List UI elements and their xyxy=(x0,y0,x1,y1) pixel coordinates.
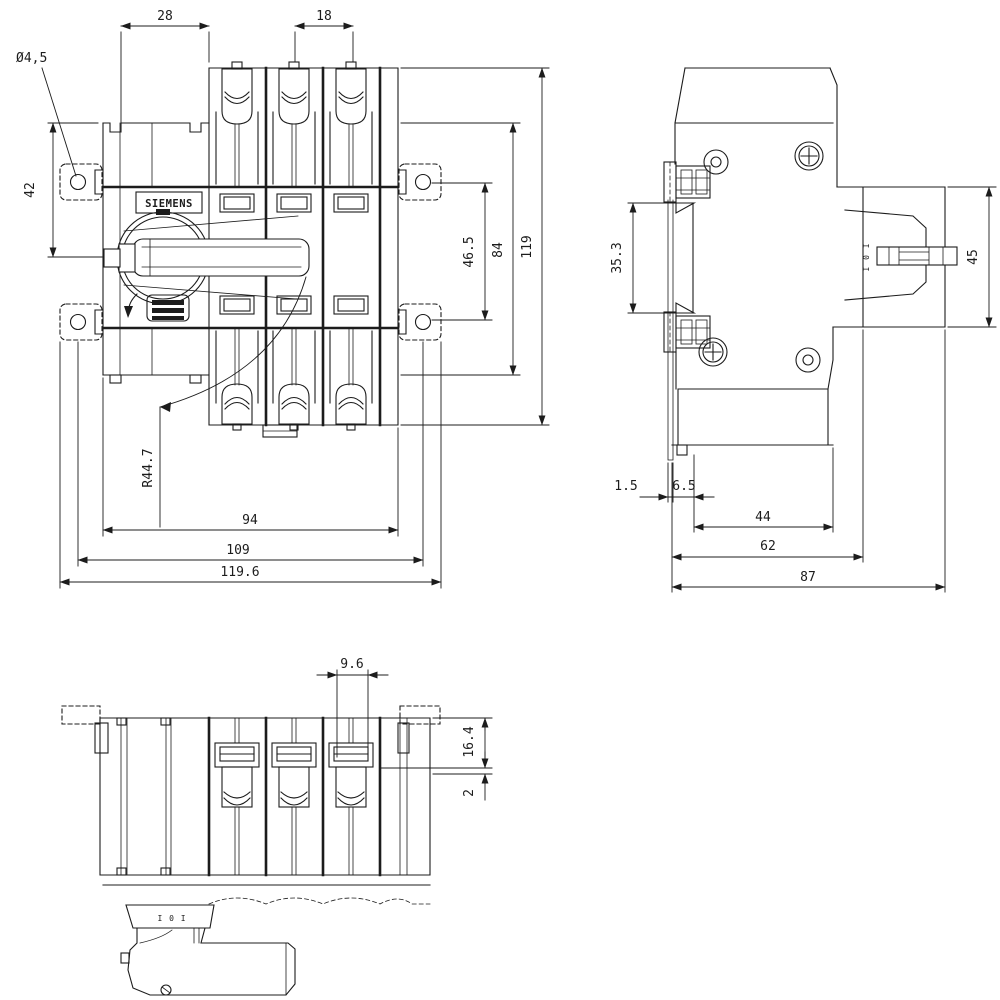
brand-label: SIEMENS xyxy=(145,198,193,210)
handle-position-marks: I 0 I xyxy=(862,242,871,271)
screw-plain-bottom xyxy=(795,347,821,373)
dim-handle-offset-label: 42 xyxy=(23,182,38,198)
dim-handle-block-height-label: 45 xyxy=(966,249,981,265)
mounting-bracket-bottom-right xyxy=(398,303,442,341)
handle-shaft xyxy=(118,243,136,273)
dim-hole-spacing-h-label: 109 xyxy=(226,543,249,558)
mounting-bracket-bottom-left xyxy=(59,303,104,341)
rotary-handle xyxy=(103,209,310,322)
dim-rail-offset-label: 6.5 xyxy=(672,479,695,494)
handle-radius-label: R44.7 xyxy=(141,448,156,487)
dim-base-depth-label: 44 xyxy=(755,510,771,525)
mounting-hole xyxy=(69,313,87,331)
mounting-hole xyxy=(414,313,432,331)
screw-phillips-top xyxy=(794,141,824,171)
handle-radius-callout: R44.7 xyxy=(141,276,307,528)
bottom-handle-assembly: I 0 I xyxy=(120,904,296,996)
padlock-mark xyxy=(156,209,170,215)
side-dimensions: 35.3 45 1.5 6.5 44 62 87 xyxy=(610,186,997,593)
dim-clamp-width-label: 9.6 xyxy=(340,657,363,672)
bottom-body-outline xyxy=(99,716,431,905)
vent-grille xyxy=(146,294,190,322)
mounting-bracket-top-right xyxy=(398,163,442,201)
dim-pole-offset-label: 28 xyxy=(157,9,173,24)
front-dimensions: 28 18 Ø4,5 42 46.5 84 119 xyxy=(16,9,550,589)
dim-terminal-height-label: 16.4 xyxy=(462,726,477,757)
side-body-outline xyxy=(667,67,838,461)
side-terminal-clamp-bottom xyxy=(663,302,711,353)
bottom-terminal-clamps xyxy=(214,717,374,876)
dim-overall-width-label: 119.6 xyxy=(220,565,259,580)
dim-lip-label: 2 xyxy=(462,789,477,797)
dim-hole-spacing-v-label: 46.5 xyxy=(462,236,477,267)
side-terminal-clamp-top xyxy=(663,161,711,214)
bottom-dimensions: 9.6 16.4 2 xyxy=(316,657,493,801)
trip-arrow-icon xyxy=(124,293,138,318)
dim-overall-height-label: 119 xyxy=(520,235,535,258)
handle-lever xyxy=(132,238,310,277)
bottom-view: I 0 I 9.6 16.4 2 xyxy=(61,657,493,996)
bottom-bracket-left xyxy=(61,705,109,754)
dim-body-height-label: 84 xyxy=(491,242,506,258)
bottom-bracket-right xyxy=(397,705,441,754)
handle-grip-bar xyxy=(876,246,958,266)
mounting-hole xyxy=(414,173,432,191)
front-view: SIEMENS R44.7 xyxy=(16,9,550,589)
screw-plain-top xyxy=(703,149,729,175)
side-view: I 0 I 35.3 45 xyxy=(610,67,997,593)
dim-mid-depth-label: 62 xyxy=(760,539,776,554)
dim-body-width-label: 94 xyxy=(242,513,258,528)
dim-front-depth-label: 35.3 xyxy=(610,242,625,273)
screw-phillips-bottom xyxy=(698,337,728,367)
dim-pole-pitch-label: 18 xyxy=(316,9,332,24)
dim-overall-depth-label: 87 xyxy=(800,570,816,585)
dim-rail-lip-label: 1.5 xyxy=(614,479,637,494)
handle-grip xyxy=(127,927,296,996)
side-handle-block: I 0 I xyxy=(832,186,958,328)
mounting-hole xyxy=(69,173,87,191)
din-rail-edge xyxy=(667,199,674,461)
handle-position-marks: I 0 I xyxy=(157,914,186,923)
hole-diameter-label: Ø4,5 xyxy=(16,51,47,66)
mounting-bracket-top-left xyxy=(59,163,104,201)
